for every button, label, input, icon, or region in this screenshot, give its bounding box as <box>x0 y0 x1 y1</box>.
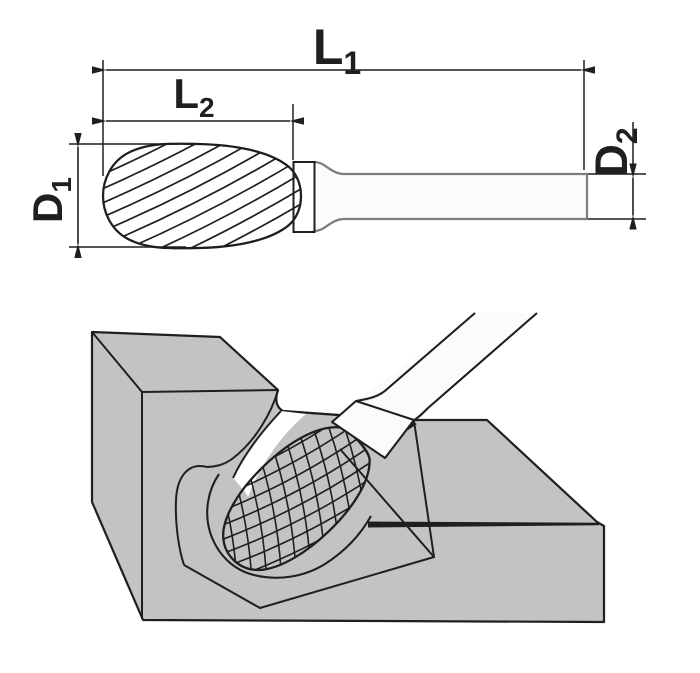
tool-shank <box>356 313 537 420</box>
hatch-line <box>103 143 290 226</box>
clearance-sliver <box>233 411 306 497</box>
tool-shank-right-edge <box>413 312 538 421</box>
collar <box>292 161 316 233</box>
burr-application-view <box>90 312 606 624</box>
hatch-line <box>103 143 260 168</box>
wall-top-left-edge <box>91 331 143 393</box>
hatch-line <box>106 166 301 249</box>
hatch-line <box>103 143 266 180</box>
tool-shank-left-edge <box>355 312 476 403</box>
hatch-line <box>103 143 272 192</box>
hatch-line <box>136 224 301 249</box>
channel-outer-contour <box>174 465 208 566</box>
wall-right-edge <box>206 389 279 468</box>
wall-front-top-edge <box>141 389 279 393</box>
hatch-line <box>130 212 301 249</box>
hatch-line <box>142 235 301 249</box>
hatch-line <box>124 200 301 249</box>
shank-outline <box>314 160 589 233</box>
channel-front-notch <box>183 420 436 610</box>
dimension-label-l1: L1 <box>313 19 361 81</box>
hatch-line <box>103 143 278 203</box>
hatch-line <box>103 143 284 215</box>
hatch-line <box>118 189 301 249</box>
tool-collar <box>330 399 416 460</box>
hatch-line <box>103 143 296 238</box>
clearance-sliver-edge <box>232 410 282 479</box>
workpiece-edges <box>91 331 436 619</box>
hatch-line <box>103 143 254 157</box>
hatch-line <box>112 177 301 249</box>
hatch-line <box>201 439 380 534</box>
burr-side-view: L1 L2 D1 D2 <box>24 19 646 258</box>
channel-inner-contour <box>206 473 372 579</box>
hatch-line <box>207 451 386 546</box>
dimension-label-d2: D2 <box>586 127 644 176</box>
hatch-line <box>103 154 301 249</box>
kerf-slot <box>368 521 599 528</box>
hatch-line <box>103 143 301 249</box>
dimension-label-l2: L2 <box>173 70 214 123</box>
dimension-lines: L1 L2 D1 D2 <box>24 19 646 258</box>
dimension-label-d1: D1 <box>24 177 77 223</box>
